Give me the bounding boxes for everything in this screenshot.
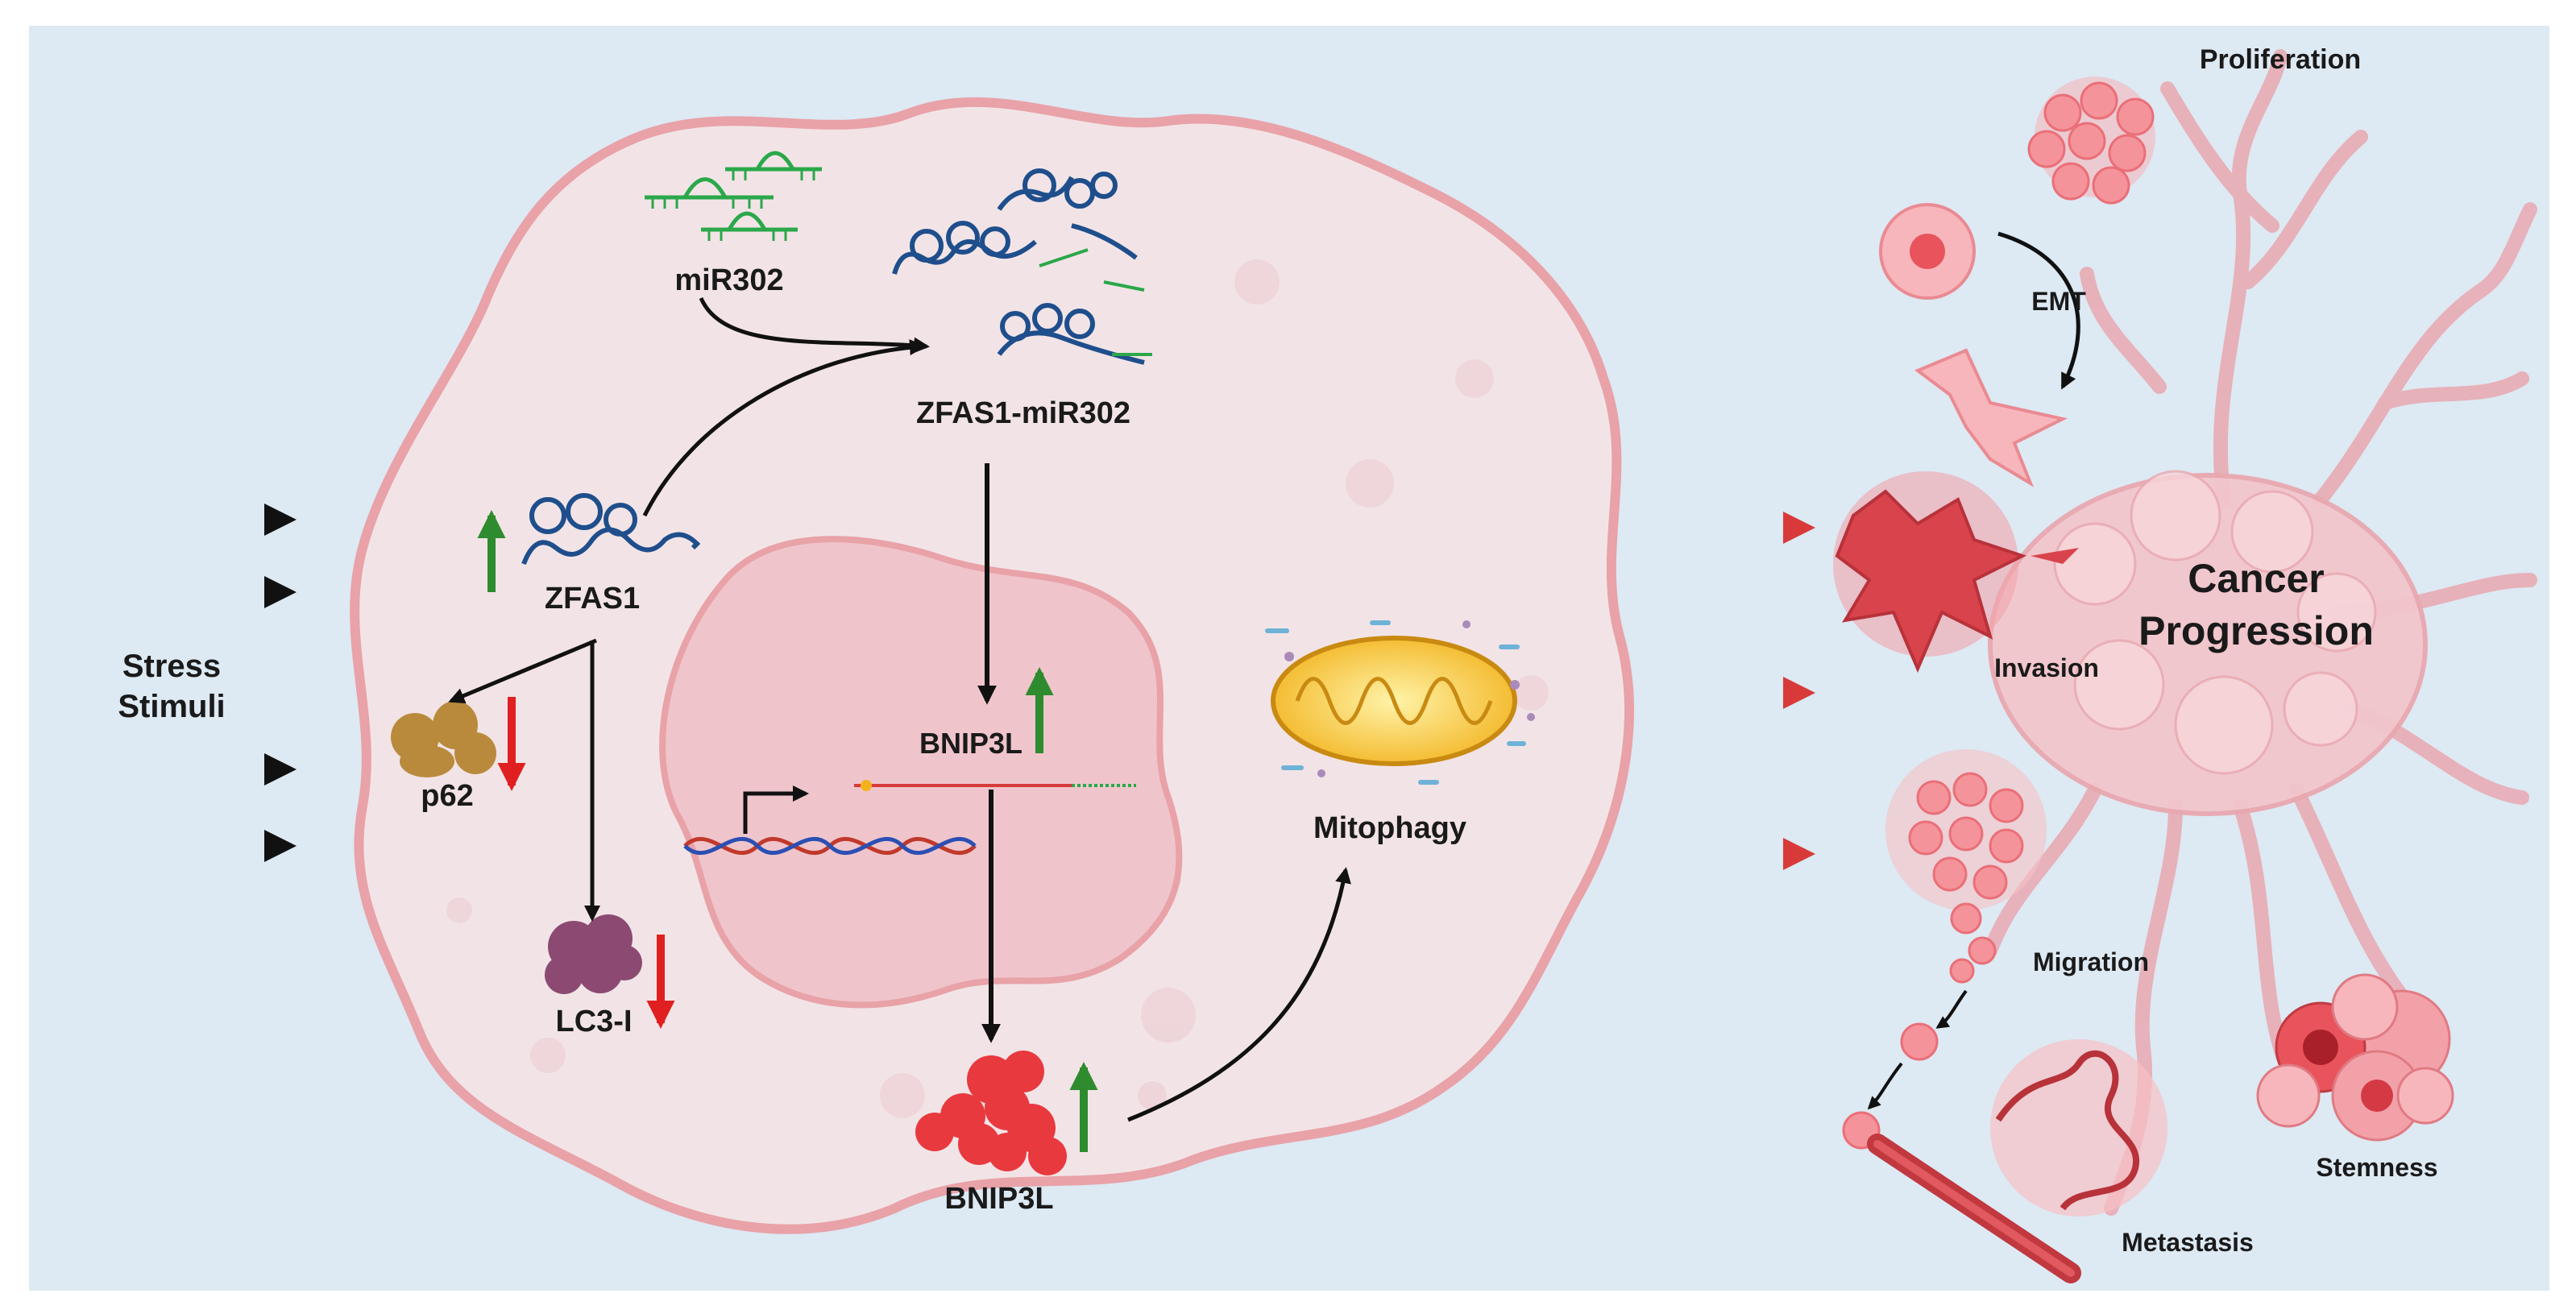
mitochondrion-icon <box>1265 620 1535 785</box>
mir302-label: miR302 <box>674 263 783 297</box>
migration-label: Migration <box>2033 947 2149 976</box>
tumor-cells <box>2053 470 2377 775</box>
stemness-label: Stemness <box>2316 1153 2437 1182</box>
zfas1-mir302-mirna-icon <box>1039 248 1152 356</box>
zfas1-mir302-label: ZFAS1-miR302 <box>916 396 1130 430</box>
zfas1-mir302-complex-icon <box>892 168 1145 365</box>
emt-arrow <box>1997 231 2080 390</box>
zfas1-rna-icon <box>521 493 701 566</box>
zfas1-label: ZFAS1 <box>545 582 640 616</box>
migration-cells-icon <box>1842 749 2047 1150</box>
mitophagy-label: Mitophagy <box>1313 811 1466 845</box>
p62-protein-icon <box>391 701 496 777</box>
mesenchymal-cell-icon <box>1914 348 2068 487</box>
emt-label: EMT <box>2031 287 2086 316</box>
p62-label: p62 <box>421 779 473 813</box>
epithelial-cell-icon <box>1879 203 1976 300</box>
pathway-arrows <box>448 297 1351 1122</box>
bnip3l-protein-icon <box>915 1051 1067 1175</box>
bnip3l-protein-label: BNIP3L <box>944 1182 1053 1216</box>
metastasis-icon <box>1867 1039 2167 1283</box>
invasion-cells-icon <box>1833 471 2079 674</box>
proliferation-cluster-icon <box>2027 77 2155 205</box>
stress-label-1: Stress <box>122 649 221 684</box>
metastasis-label: Metastasis <box>2122 1228 2254 1257</box>
invasion-label: Invasion <box>1994 653 2099 682</box>
bnip3l-gene-label: BNIP3L <box>919 727 1023 760</box>
migration-arrows <box>1867 989 1968 1110</box>
dna-helix-icon <box>683 836 977 856</box>
cancer-progression-label-2: Progression <box>2138 608 2374 653</box>
proliferation-label: Proliferation <box>2200 44 2361 75</box>
nucleus <box>659 536 1183 1009</box>
mir302-icon <box>645 151 822 241</box>
output-arrows <box>1644 512 1815 870</box>
transcription-start-arrow <box>743 785 809 834</box>
mrna-transcript-icon <box>854 780 1136 791</box>
lc3i-label: LC3-I <box>556 1005 633 1038</box>
cell-vesicles <box>446 259 1549 1118</box>
stress-arrows <box>56 504 297 862</box>
stemness-cells-icon <box>2256 973 2454 1142</box>
cancer-progression-label-1: Cancer <box>2188 556 2325 601</box>
stress-label-2: Stimuli <box>118 689 225 724</box>
lc3i-protein-icon <box>545 914 642 994</box>
